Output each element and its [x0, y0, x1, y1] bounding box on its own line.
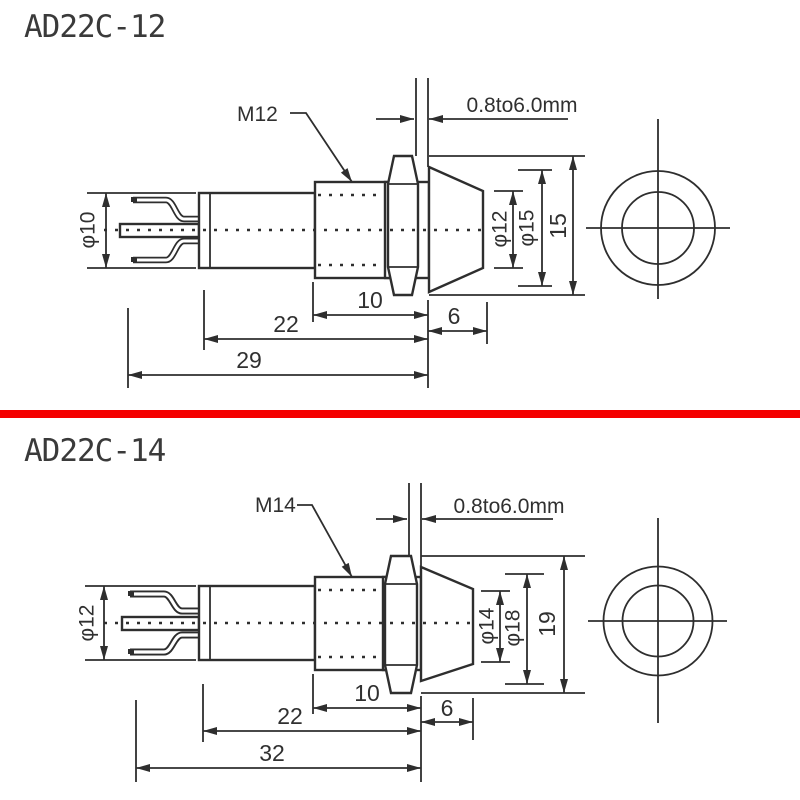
thread-callout: M12	[237, 103, 353, 183]
dimension-label: 10	[354, 680, 380, 706]
pin-top-notch	[128, 591, 134, 596]
dimension-label: φ10	[77, 212, 100, 249]
red-divider	[0, 410, 800, 418]
dimension-total-length: 32	[136, 740, 421, 772]
side-view	[104, 78, 485, 297]
thread-callout: M14	[255, 494, 353, 578]
hex-nut	[383, 554, 419, 695]
mounting-panel	[408, 483, 422, 567]
dimension-thread-length: 10	[313, 680, 421, 712]
dimension-label: 10	[357, 287, 383, 313]
pin-bottom	[130, 631, 199, 656]
dimension-head-protrusion: 6	[428, 303, 487, 335]
dimension-total-length: 29	[128, 347, 428, 379]
lens-circle	[621, 191, 695, 265]
bottom-dimensions: 10 6 22 29	[127, 282, 488, 388]
thread-leader-arrow	[290, 112, 353, 183]
dimension-label: 0.8to6.0mm	[467, 94, 578, 117]
bezel-circle	[600, 170, 716, 286]
dimension-thread-length: 10	[313, 287, 428, 319]
dimension-label: φ12	[489, 211, 512, 248]
dimension-body-diameter: φ10	[77, 192, 196, 269]
dimension-label: φ14	[476, 607, 499, 644]
thread-leader-arrow	[297, 504, 353, 578]
dimension-panel-thickness: 0.8to6.0mm	[376, 94, 578, 123]
product-drawing-ad22c-12: AD22C-12	[24, 9, 730, 388]
mounting-panel	[415, 78, 429, 167]
dimension-head-height: 15	[429, 155, 585, 296]
dimension-label: φ15	[516, 210, 539, 247]
pin-top-notch	[131, 197, 137, 202]
dimension-head-diameter: φ15	[516, 169, 552, 287]
dimension-body-diameter: φ12	[76, 585, 196, 661]
lens-circle	[621, 584, 695, 658]
front-view	[586, 119, 730, 299]
product-drawing-ad22c-14: AD22C-14	[24, 433, 727, 782]
bezel-circle	[602, 565, 714, 677]
dimension-label: 0.8to6.0mm	[454, 495, 565, 518]
dimension-label: 6	[441, 695, 454, 721]
dimension-label: 32	[259, 740, 285, 766]
product-title: AD22C-12	[24, 9, 165, 45]
dimension-head-protrusion: 6	[421, 695, 473, 726]
bottom-dimensions: 10 6 22 32	[135, 674, 474, 782]
front-view	[588, 518, 727, 723]
pin-top-core	[133, 198, 199, 221]
pin-bottom-core	[133, 239, 199, 262]
pin-bottom	[133, 237, 199, 264]
product-title: AD22C-14	[24, 433, 166, 469]
side-view	[104, 483, 475, 695]
pin-top	[130, 590, 199, 615]
dimension-label: 22	[277, 703, 303, 729]
dimension-body-length: 22	[203, 703, 421, 735]
pin-bottom-notch	[131, 257, 137, 262]
dimension-body-length: 22	[204, 311, 428, 343]
dimension-label: 19	[534, 611, 560, 637]
pin-top-core	[130, 592, 199, 613]
pin-bottom-core	[130, 633, 199, 654]
dimension-label: M12	[237, 103, 278, 126]
dimension-label: 15	[545, 213, 571, 239]
terminal-pins	[118, 196, 201, 264]
pin-top	[133, 196, 199, 223]
dimension-label: φ18	[502, 610, 525, 647]
pin-bottom-notch	[128, 649, 134, 654]
dimension-lens-diameter: φ12	[489, 190, 523, 269]
dimension-lens-diameter: φ14	[476, 590, 510, 663]
dimension-panel-thickness: 0.8to6.0mm	[376, 495, 565, 523]
dimension-label: 29	[236, 347, 262, 373]
dimension-label: 22	[273, 311, 299, 337]
dimension-head-height: 19	[421, 555, 585, 694]
hex-nut	[386, 154, 420, 297]
dimension-label: M14	[255, 494, 296, 517]
dimension-label: 6	[448, 303, 461, 329]
dimension-label: φ12	[76, 605, 99, 642]
dimension-head-diameter: φ18	[502, 573, 544, 685]
